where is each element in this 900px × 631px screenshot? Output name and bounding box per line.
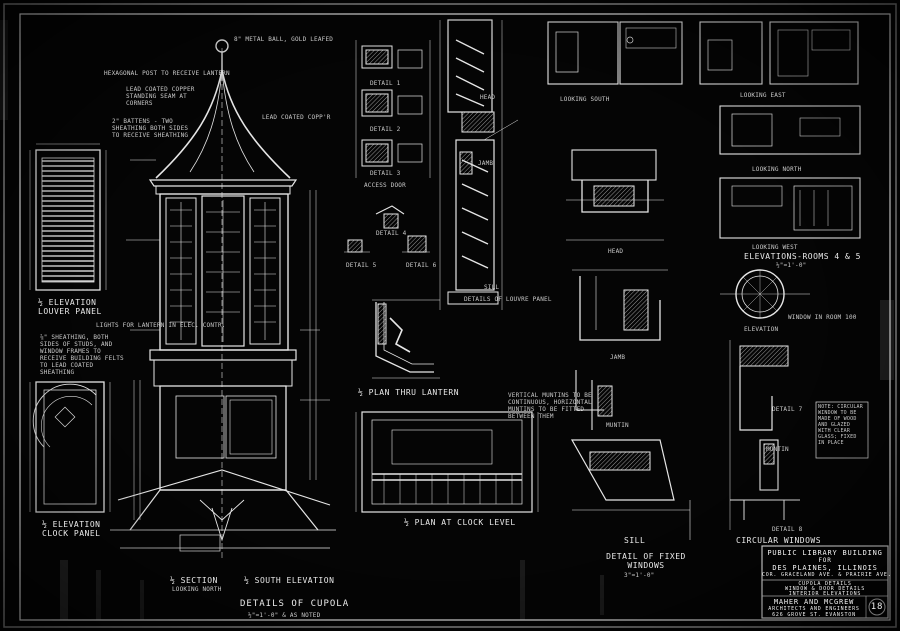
- title-clock-panel: ½ Elevation Clock Panel: [42, 520, 101, 538]
- title-block-line1: Public Library Building: [767, 549, 883, 557]
- label-lead-coated-copper-2: Lead coated copp'r: [262, 114, 331, 121]
- label-jamb-left: Jamb: [478, 160, 494, 167]
- label-metal-ball: 8" metal ball, gold leafed: [234, 36, 334, 43]
- label-elevations-scale: ½"=1'-0": [776, 262, 807, 269]
- title-section: ½ Section: [170, 576, 218, 585]
- label-detail-1: Detail 1: [370, 80, 401, 87]
- label-sheathing-note: ⅞" sheathing, both sides of studs, and w…: [40, 334, 124, 376]
- title-plan-clock: ½ Plan at Clock Level: [404, 518, 516, 527]
- title-block-line3: Des Plaines, Illinois: [772, 564, 878, 572]
- title-block-architect-sub: Architects and Engineers: [768, 606, 860, 612]
- label-detail-3: Detail 3: [370, 170, 401, 177]
- label-window-note: Window in room 100: [788, 314, 857, 321]
- label-detail-7: Detail 7: [772, 406, 803, 413]
- label-details-louver: Details of Louvre Panel: [464, 296, 552, 303]
- label-jamb-center: Jamb: [610, 354, 626, 361]
- label-access-door: Access Door: [364, 182, 406, 189]
- label-head-center: Head: [608, 248, 624, 255]
- title-block-address: 626 Grove St. Evanston: [772, 612, 856, 618]
- label-detail-6: Detail 6: [406, 262, 437, 269]
- title-south-elevation: ½ South Elevation: [244, 576, 335, 585]
- label-clock-note: Vertical muntins to be continuous, horiz…: [508, 392, 592, 420]
- label-details-cupola-scale: ½"=1'-0" & as noted: [248, 612, 321, 619]
- title-block-architect: Maher and McGrew: [773, 598, 855, 606]
- label-hexagonal-post: Hexagonal post to receive lantern: [104, 70, 230, 77]
- label-battens: 2" battens - two sheathing both sides to…: [112, 118, 189, 139]
- label-sill-left: Sill: [484, 284, 500, 291]
- label-looking-west: Looking west: [752, 244, 798, 251]
- label-detail-5: Detail 5: [346, 262, 377, 269]
- label-detail-2: Detail 2: [370, 126, 401, 133]
- label-lead-coated-copper: Lead coated copper standing seam at corn…: [126, 86, 195, 107]
- title-block-line4: Cor. Graceland Ave. & Prairie Ave.: [762, 572, 892, 578]
- label-looking-south: Looking south: [560, 96, 610, 103]
- title-block-line5: Cupola Details: [798, 581, 852, 587]
- sheet-number: 18: [870, 602, 884, 612]
- title-block-line2: for: [818, 557, 832, 564]
- title-block-line7: Interior Elevations: [788, 591, 862, 597]
- label-detail-8: Detail 8: [772, 526, 803, 533]
- label-sill-center: Sill: [624, 536, 646, 545]
- label-section-looking: Looking north: [172, 586, 222, 593]
- title-circular-windows: Circular Windows: [736, 536, 822, 545]
- title-louver-panel: ½ Elevation Louver Panel: [38, 298, 102, 316]
- title-elevations-rooms: Elevations-Rooms 4 & 5: [744, 252, 861, 261]
- label-muntin-center: Muntin: [606, 422, 629, 429]
- title-block-line6: Window & Door Details: [784, 586, 865, 592]
- label-detail-4: Detail 4: [376, 230, 407, 237]
- label-circular-elevation: Elevation: [744, 326, 779, 333]
- label-looking-north: Looking north: [752, 166, 802, 173]
- title-detail-fixed: Detail of Fixed Windows: [606, 552, 686, 570]
- label-muntin-right: Muntin: [766, 446, 789, 453]
- title-details-cupola: Details of Cupola: [240, 599, 350, 609]
- label-note: Note: Circular window to be made of wood…: [818, 404, 863, 446]
- title-plan-lantern: ½ Plan thru Lantern: [358, 388, 460, 397]
- label-looking-east: Looking east: [740, 92, 786, 99]
- label-lights-lantern: Lights for lantern in elec. contr.: [96, 322, 226, 329]
- label-detail-fixed-scale: 3"=1'-0": [624, 572, 655, 579]
- label-head-top: Head: [480, 94, 496, 101]
